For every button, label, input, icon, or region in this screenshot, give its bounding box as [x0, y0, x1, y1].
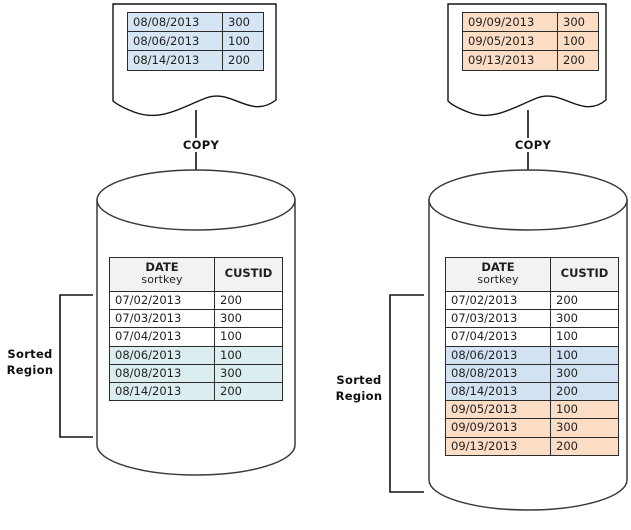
cell-date: 07/04/2013	[109, 327, 215, 347]
cell-custid: 200	[222, 50, 264, 71]
table-row: 08/08/2013 300	[109, 363, 283, 383]
sorted-region-line-1: Sorted	[336, 373, 382, 387]
table-header-row: DATE sortkey CUSTID	[445, 257, 619, 292]
left-cylinder-top	[96, 169, 296, 231]
cell-custid: 100	[550, 345, 619, 365]
column-header-date: DATE sortkey	[109, 257, 215, 292]
cell-date: 08/08/2013	[445, 363, 551, 383]
cell-date: 08/08/2013	[127, 11, 223, 33]
cell-date: 08/08/2013	[109, 363, 215, 383]
right-table-head: DATE sortkey CUSTID	[445, 257, 619, 292]
column-header-date: DATE sortkey	[445, 257, 551, 292]
right-cylinder-table: DATE sortkey CUSTID 07/02/2013 200 07/03…	[445, 257, 619, 456]
cell-date: 08/06/2013	[127, 31, 223, 52]
cell-date: 08/14/2013	[109, 381, 215, 402]
cell-custid: 200	[550, 290, 619, 311]
table-row: 08/14/2013 200	[127, 50, 264, 71]
table-row: 07/03/2013 300	[109, 309, 283, 329]
cell-date: 09/05/2013	[462, 31, 558, 52]
cell-date: 07/02/2013	[109, 290, 215, 311]
cell-date: 09/09/2013	[462, 11, 558, 33]
column-header-date-main: DATE	[145, 260, 179, 274]
left-cylinder-table: DATE sortkey CUSTID 07/02/2013 200 07/03…	[109, 257, 283, 402]
cell-custid: 100	[222, 31, 264, 52]
cell-date: 08/14/2013	[127, 50, 223, 71]
table-row: 09/09/2013 300	[445, 418, 619, 438]
cell-custid: 200	[214, 290, 283, 311]
cell-date: 08/06/2013	[445, 345, 551, 365]
right-table-body: 07/02/2013 200 07/03/2013 300 07/04/2013…	[445, 290, 619, 456]
left-document-rows: 08/08/2013 300 08/06/2013 100 08/14/2013…	[127, 11, 264, 71]
cell-custid: 100	[550, 327, 619, 347]
cell-custid: 300	[222, 11, 264, 33]
table-row: 08/14/2013 200	[445, 381, 619, 402]
table-row: 08/08/2013 300	[445, 363, 619, 383]
left-table-head: DATE sortkey CUSTID	[109, 257, 283, 292]
table-row: 08/14/2013 200	[109, 381, 283, 402]
right-cylinder-top	[428, 169, 628, 231]
table-row: 09/09/2013 300	[462, 11, 599, 33]
cell-date: 09/05/2013	[445, 400, 551, 420]
table-row: 08/06/2013 100	[445, 345, 619, 365]
column-header-custid: CUSTID	[214, 257, 283, 292]
cell-date: 09/13/2013	[462, 50, 558, 71]
table-row: 07/02/2013 200	[445, 290, 619, 311]
sorted-region-line-1: Sorted	[7, 347, 53, 361]
table-row: 07/03/2013 300	[445, 309, 619, 329]
column-header-date-sub: sortkey	[141, 273, 183, 287]
cell-date: 09/09/2013	[445, 418, 551, 438]
left-copy-label: COPY	[173, 138, 229, 152]
right-copy-label: COPY	[505, 138, 561, 152]
table-row: 07/04/2013 100	[445, 327, 619, 347]
cell-custid: 300	[214, 309, 283, 329]
table-row: 08/06/2013 100	[127, 31, 264, 52]
column-header-date-sub: sortkey	[477, 273, 519, 287]
cell-custid: 200	[557, 50, 599, 71]
table-row: 09/05/2013 100	[462, 31, 599, 52]
right-sorted-region-label: Sorted Region	[331, 373, 387, 404]
cell-custid: 200	[550, 436, 619, 456]
table-row: 09/13/2013 200	[445, 436, 619, 456]
cell-date: 08/14/2013	[445, 381, 551, 402]
cell-custid: 100	[214, 327, 283, 347]
cell-custid: 100	[557, 31, 599, 52]
column-header-date-main: DATE	[481, 260, 515, 274]
cell-date: 07/03/2013	[109, 309, 215, 329]
cell-custid: 100	[550, 400, 619, 420]
left-table-body: 07/02/2013 200 07/03/2013 300 07/04/2013…	[109, 290, 283, 402]
cell-custid: 300	[214, 363, 283, 383]
cell-custid: 300	[557, 11, 599, 33]
cell-date: 09/13/2013	[445, 436, 551, 456]
right-sorted-region-bracket	[389, 294, 424, 493]
left-document-table: 08/08/2013 300 08/06/2013 100 08/14/2013…	[127, 11, 264, 71]
cell-date: 07/03/2013	[445, 309, 551, 329]
cell-custid: 100	[214, 345, 283, 365]
cell-date: 07/04/2013	[445, 327, 551, 347]
column-header-custid: CUSTID	[550, 257, 619, 292]
cell-custid: 300	[550, 363, 619, 383]
table-header-row: DATE sortkey CUSTID	[109, 257, 283, 292]
left-sorted-region-bracket	[59, 294, 93, 438]
cell-custid: 200	[550, 381, 619, 402]
table-row: 09/13/2013 200	[462, 50, 599, 71]
cell-custid: 300	[550, 309, 619, 329]
right-document-rows: 09/09/2013 300 09/05/2013 100 09/13/2013…	[462, 11, 599, 71]
right-document-table: 09/09/2013 300 09/05/2013 100 09/13/2013…	[462, 11, 599, 71]
table-row: 08/08/2013 300	[127, 11, 264, 33]
table-row: 09/05/2013 100	[445, 400, 619, 420]
cell-custid: 200	[214, 381, 283, 402]
table-row: 07/02/2013 200	[109, 290, 283, 311]
cell-custid: 300	[550, 418, 619, 438]
sorted-region-line-2: Region	[6, 362, 54, 377]
cell-date: 07/02/2013	[445, 290, 551, 311]
sorted-region-line-2: Region	[335, 388, 383, 403]
left-sorted-region-label: Sorted Region	[2, 347, 58, 378]
cell-date: 08/06/2013	[109, 345, 215, 365]
table-row: 08/06/2013 100	[109, 345, 283, 365]
table-row: 07/04/2013 100	[109, 327, 283, 347]
